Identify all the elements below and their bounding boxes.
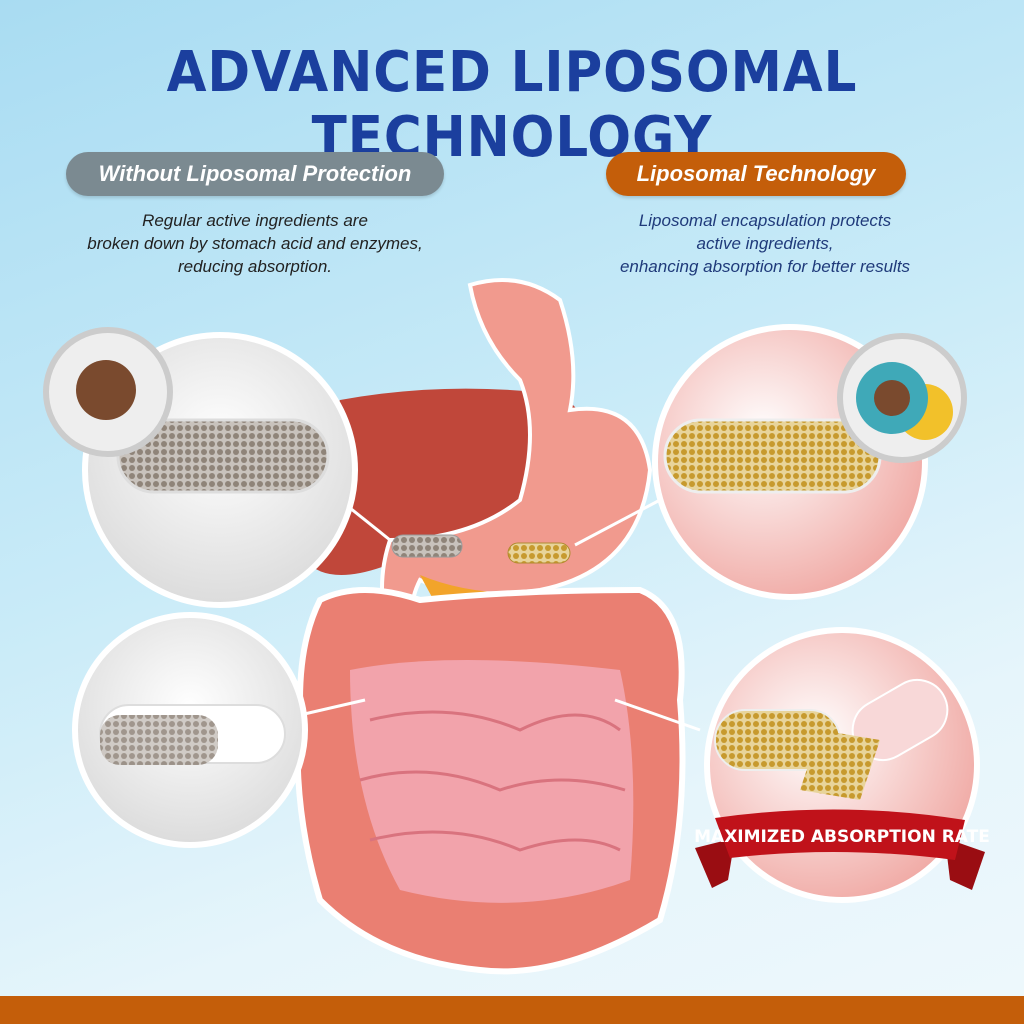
- released-particles-icon: [800, 730, 880, 800]
- desc-line: Liposomal encapsulation protects: [638, 211, 892, 230]
- desc-line: reducing absorption.: [177, 257, 333, 276]
- intestines: [294, 586, 686, 975]
- ribbon-banner: MAXIMIZED ABSORPTION RATE: [694, 809, 990, 890]
- broken-capsule-icon: [100, 715, 218, 765]
- label-liposomal-technology: Liposomal Technology: [606, 152, 906, 196]
- desc-line: active ingredients,: [696, 234, 834, 253]
- liposome-icon: [874, 380, 910, 416]
- arrows: [299, 498, 701, 732]
- desc-line: broken down by stomach acid and enzymes,: [87, 234, 423, 253]
- stomach: [380, 278, 653, 663]
- circle-liposomal-capsule: [652, 324, 967, 600]
- circle-regular-capsule: [43, 327, 358, 608]
- capsule-liposomal: [507, 542, 571, 564]
- description-left: Regular active ingredients are broken do…: [20, 209, 490, 278]
- label-without-liposomal: Without Liposomal Protection: [66, 152, 444, 196]
- bottom-bar: [0, 996, 1024, 1024]
- description-right: Liposomal encapsulation protects active …: [540, 209, 990, 278]
- circle-absorbed-capsule: [704, 627, 980, 903]
- desc-line: enhancing absorption for better results: [619, 257, 911, 276]
- capsule-regular: [391, 534, 463, 558]
- molecule-icon: [76, 360, 136, 420]
- page-title: ADVANCED LIPOSOMAL TECHNOLOGY: [166, 40, 858, 170]
- circle-broken-capsule: [72, 612, 308, 848]
- ribbon-text: MAXIMIZED ABSORPTION RATE: [694, 827, 990, 847]
- desc-line: Regular active ingredients are: [142, 211, 368, 230]
